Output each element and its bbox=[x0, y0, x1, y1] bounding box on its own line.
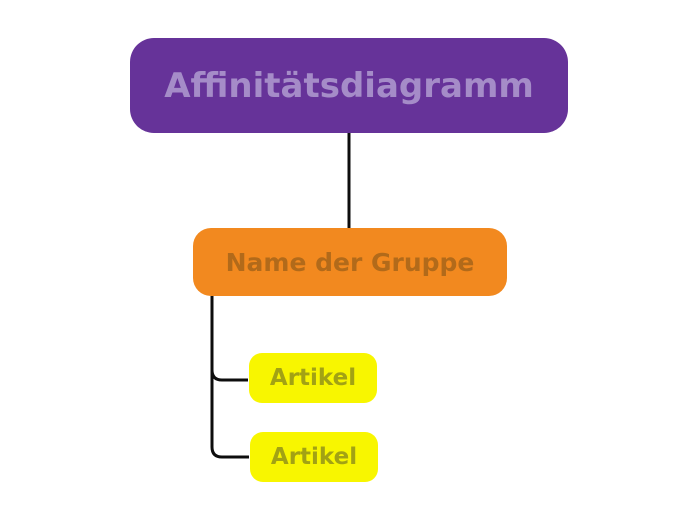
group-node[interactable]: Name der Gruppe bbox=[193, 228, 507, 296]
connector-group-to-article-1 bbox=[210, 369, 248, 382]
article-node-1-label: Artikel bbox=[269, 365, 357, 391]
article-node-2[interactable]: Artikel bbox=[250, 432, 378, 482]
group-node-label: Name der Gruppe bbox=[225, 247, 475, 277]
root-node-label: Affinitätsdiagramm bbox=[164, 65, 534, 106]
root-node[interactable]: Affinitätsdiagramm bbox=[130, 38, 568, 133]
article-node-2-label: Artikel bbox=[270, 444, 358, 470]
connector-group-to-article-2 bbox=[210, 296, 249, 459]
article-node-1[interactable]: Artikel bbox=[249, 353, 377, 403]
